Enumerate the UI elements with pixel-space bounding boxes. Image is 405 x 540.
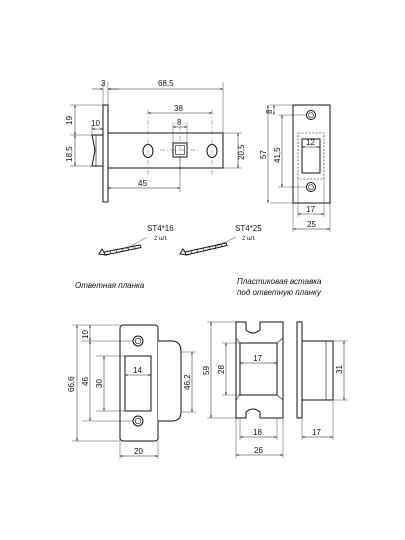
screw-2-spec: ST4*25 (235, 224, 262, 233)
dim-backset: 45 (138, 179, 147, 188)
dim-front-plate-width: 25 (307, 220, 316, 229)
dim-strike-window-width: 14 (133, 366, 142, 375)
dim-latch-lower: 18,5 (65, 146, 74, 162)
dim-square-size: 8 (177, 118, 182, 127)
insert-side-flange (296, 321, 303, 419)
dim-strike-hole-span: 46 (81, 377, 90, 386)
dim-insert-slot-width: 18 (253, 428, 262, 437)
insert-caption-line1: Пластиковая вставка (237, 277, 322, 286)
dim-insert-inner-width: 17 (253, 354, 262, 363)
plastic-insert-front: 59 28 17 18 26 (202, 321, 284, 458)
strike-hole-bottom (132, 415, 144, 427)
dim-total-length: 68,5 (158, 79, 174, 88)
dim-front-height: 57 (259, 150, 268, 159)
dim-insert-width: 26 (254, 446, 263, 455)
plastic-insert-side: 31 17 (296, 321, 348, 440)
latch-bolt (91, 134, 104, 167)
strike-plate-caption: Ответная планка (75, 281, 145, 290)
latch-front-view: 8 12 57 41,5 17 25 (259, 104, 331, 232)
strike-plate: 66,6 10 46 30 14 46,2 20 (67, 324, 196, 459)
screw-1-qty: 2 шт. (154, 236, 168, 242)
strike-plate-window (124, 355, 152, 412)
latch-body (107, 132, 224, 169)
screw-1-spec: ST4*16 (147, 224, 174, 233)
dim-body-height: 20,5 (237, 144, 246, 160)
strike-hole-top (132, 335, 144, 347)
latch-faceplate (102, 104, 109, 203)
dim-faceplate-thickness: 3 (101, 79, 106, 88)
front-hole-bottom (306, 182, 316, 192)
dim-insert-height: 59 (202, 366, 211, 375)
screw-2: ST4*25 2 шт. (179, 224, 262, 256)
front-hole-top (306, 110, 316, 120)
strike-plate-lip (158, 340, 182, 422)
dim-strike-side-height: 46,2 (183, 374, 192, 390)
screw-1: ST4*16 2 шт. (98, 224, 174, 256)
dim-front-body-width: 17 (306, 205, 315, 214)
dim-strike-height: 66,6 (67, 376, 76, 392)
insert-caption-line2: под ответную планку (237, 288, 322, 297)
insert-side-body (301, 340, 334, 401)
dim-insert-side-depth: 17 (312, 428, 321, 437)
dim-strike-hole-offset: 10 (81, 330, 90, 339)
dim-insert-side-height: 31 (335, 365, 344, 374)
dim-latch-depth: 10 (91, 119, 100, 128)
dim-strike-width: 20 (134, 447, 143, 456)
latch-side-view: 3 68,5 38 8 20,5 45 10 19 18,5 (65, 79, 246, 203)
dim-latch-top: 19 (65, 116, 74, 125)
screw-2-qty: 2 шт. (242, 236, 256, 242)
dim-insert-inner-height: 28 (217, 365, 226, 374)
dim-hole-spacing: 38 (174, 104, 183, 113)
dim-latch-window: 12 (306, 138, 315, 147)
dim-front-hole-offset: 8 (265, 109, 274, 114)
front-body-outline (297, 132, 325, 180)
dim-strike-window-height: 30 (95, 379, 104, 388)
insert-cavity (239, 342, 278, 396)
dim-front-hole-spacing: 41,5 (273, 147, 282, 163)
